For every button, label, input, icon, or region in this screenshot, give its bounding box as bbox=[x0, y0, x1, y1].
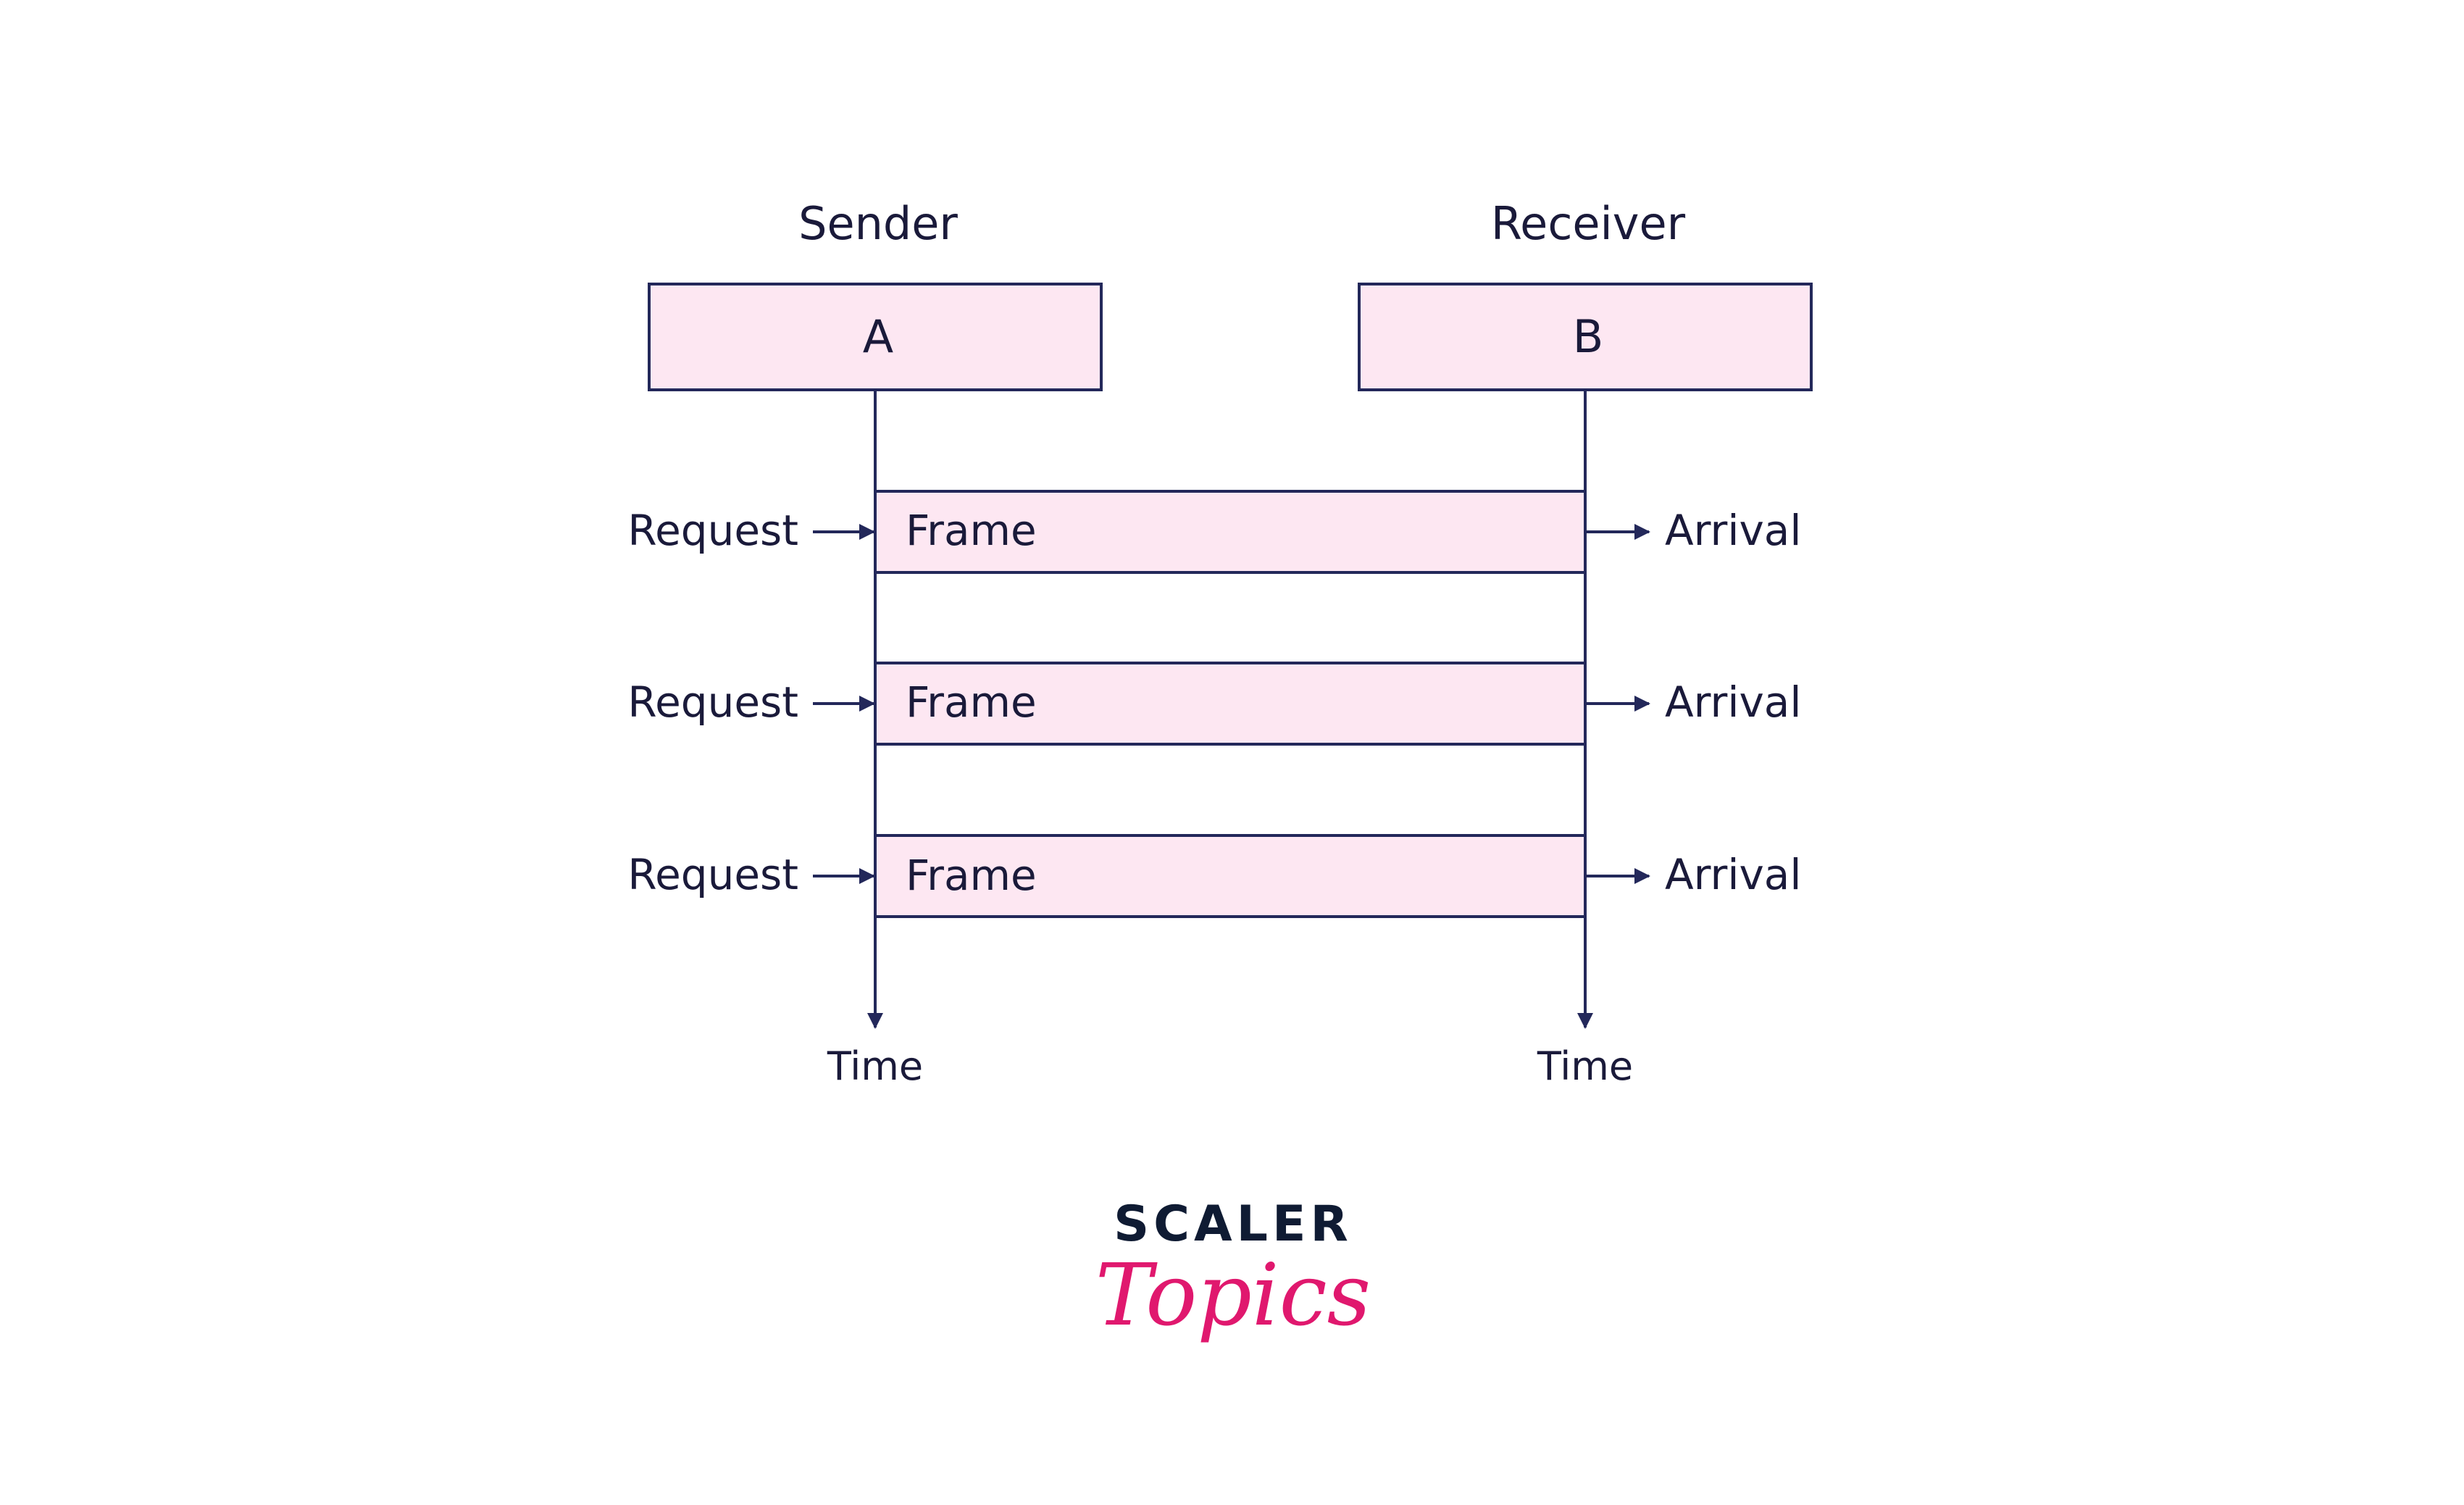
frame-label-3: Frame bbox=[906, 851, 1037, 900]
request-label-2: Request bbox=[627, 678, 798, 727]
arrival-label-1: Arrival bbox=[1665, 506, 1801, 555]
receiver-node: B bbox=[1358, 283, 1813, 391]
arrival-label-2: Arrival bbox=[1665, 678, 1801, 727]
sender-node-label: A bbox=[863, 310, 893, 363]
sender-heading: Sender bbox=[798, 197, 958, 250]
sender-node: A bbox=[648, 283, 1103, 391]
logo-bottom-text: Topics bbox=[1095, 1245, 1371, 1345]
receiver-time-label: Time bbox=[1537, 1043, 1633, 1089]
receiver-heading: Receiver bbox=[1491, 197, 1686, 250]
request-label-3: Request bbox=[627, 850, 798, 899]
frame-label-1: Frame bbox=[906, 506, 1037, 555]
sender-time-label: Time bbox=[827, 1043, 923, 1089]
scaler-topics-logo: SCALER Topics bbox=[1095, 1196, 1371, 1345]
frame-band-3 bbox=[874, 834, 1587, 918]
frame-label-2: Frame bbox=[906, 678, 1037, 727]
arrival-label-3: Arrival bbox=[1665, 850, 1801, 899]
request-label-1: Request bbox=[627, 506, 798, 555]
frame-band-1 bbox=[874, 490, 1587, 574]
logo-top-text: SCALER bbox=[1114, 1196, 1353, 1253]
receiver-node-label: B bbox=[1573, 310, 1604, 363]
